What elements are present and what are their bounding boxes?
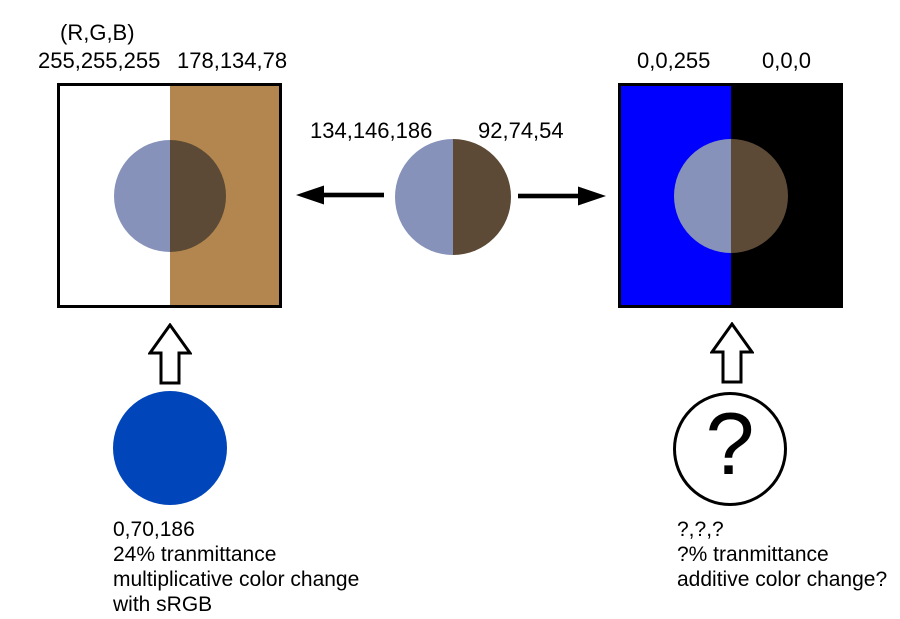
left-panel-tan-value: 178,134,78 <box>177 48 288 73</box>
right-panel-blue-value: 0,0,255 <box>637 48 711 73</box>
right-panel-black-value: 0,0,0 <box>762 48 811 73</box>
known-filter-caption: 0,70,186 24% tranmittance multiplicative… <box>113 517 359 617</box>
known-filter-srgb-line: with sRGB <box>113 593 213 616</box>
center-filter-circle <box>395 139 511 255</box>
unknown-filter-circle: ? <box>673 392 787 506</box>
up-arrow-right-icon <box>710 322 754 384</box>
unknown-filter-rgb-line: ?,?,? <box>677 518 724 541</box>
arrow-right-icon <box>518 186 606 206</box>
known-filter-transmittance-line: 24% tranmittance <box>113 543 277 566</box>
rgb-header-label: (R,G,B) <box>60 20 135 45</box>
known-filter-rgb-line: 0,70,186 <box>113 518 195 541</box>
filter-circle-right-value: 92,74,54 <box>478 118 564 143</box>
up-arrow-left-icon <box>148 323 192 385</box>
left-background-square <box>57 83 282 308</box>
known-filter-circle <box>113 391 227 505</box>
unknown-filter-transmittance-line: ?% tranmittance <box>677 543 829 566</box>
filter-circle-left-value: 134,146,186 <box>310 118 433 143</box>
known-filter-mode-line: multiplicative color change <box>113 568 360 591</box>
center-filter-circle-left-half <box>395 139 453 255</box>
left-panel-white-value: 255,255,255 <box>38 48 161 73</box>
right-square-filter-circle <box>674 139 788 253</box>
unknown-filter-mode-line: additive color change? <box>677 568 888 591</box>
arrow-left-icon <box>296 185 384 205</box>
center-filter-circle-right-half <box>453 139 511 255</box>
left-square-filter-circle <box>114 140 226 252</box>
unknown-filter-caption: ?,?,? ?% tranmittance additive color cha… <box>677 517 887 592</box>
question-mark-label: ? <box>705 394 755 493</box>
